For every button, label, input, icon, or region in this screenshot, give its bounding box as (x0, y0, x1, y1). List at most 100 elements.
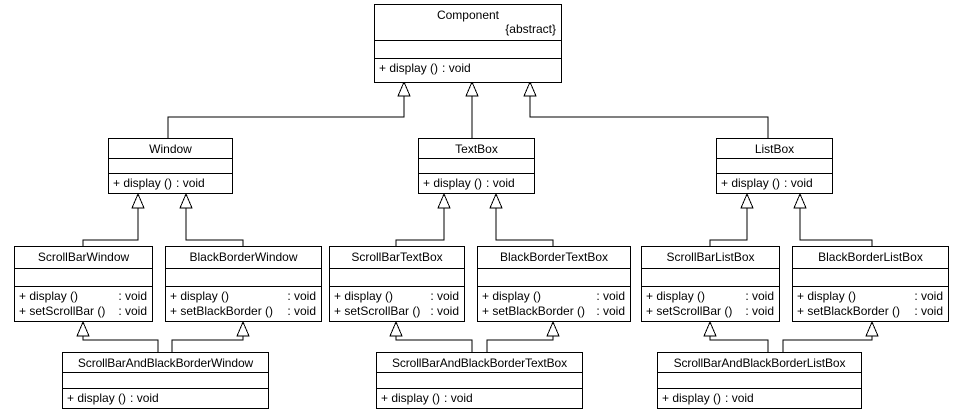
arrowhead-blackborderwindow (236, 320, 250, 337)
arrowhead-blackborderlistbox (865, 320, 879, 337)
arrowhead-window-left (131, 192, 145, 209)
class-operations-scrollbarlistbox: + display () : void + setScrollBar () : … (642, 286, 779, 321)
edge-scrollbarlistbox-combo (709, 322, 769, 352)
operation-row: + display () : void (19, 289, 147, 303)
class-box-scrollbarandblackborderwindow[interactable]: ScrollBarAndBlackBorderWindow + display … (62, 352, 269, 409)
class-attributes-scrollbarlistbox (642, 268, 779, 286)
class-box-blackbordertextbox[interactable]: BlackBorderTextBox + display () : void +… (477, 246, 631, 322)
arrowhead-blackbordertextbox (546, 320, 560, 337)
class-box-scrollbarlistbox[interactable]: ScrollBarListBox + display () : void + s… (641, 246, 780, 322)
edge-component-window (167, 96, 405, 138)
operation-row: + setScrollBar () : void (334, 304, 459, 318)
class-operations-textbox: + display () : void (419, 173, 534, 193)
operation-row: + display () : void (721, 176, 813, 190)
operation-row: + display () : void (662, 391, 754, 405)
class-box-scrollbartextbox[interactable]: ScrollBarTextBox + display () : void + s… (329, 246, 465, 322)
operation-row: + setScrollBar () : void (19, 304, 147, 318)
arrowhead-scrollbarlistbox (703, 320, 717, 337)
class-box-component[interactable]: Component {abstract} + display () : void (374, 4, 562, 83)
class-name-scrollbarwindow: ScrollBarWindow (37, 250, 130, 264)
edge-textbox-scrollbartextbox (395, 194, 445, 246)
edge-component-listbox (529, 96, 769, 138)
class-operations-scrollbartextbox: + display () : void + setScrollBar () : … (330, 286, 464, 321)
class-name-scrollbartextbox: ScrollBarTextBox (351, 250, 443, 264)
class-attributes-scrollbarandblackborderlistbox (658, 372, 861, 388)
arrowhead-component-window (397, 80, 411, 97)
operation-row: + setScrollBar () : void (646, 304, 774, 318)
operation-row: + display () : void (334, 289, 459, 303)
operation-row: + setBlackBorder () : void (170, 304, 316, 318)
arrowhead-scrollbartextbox (389, 320, 403, 337)
class-name-scrollbarandblackborderwindow: ScrollBarAndBlackBorderWindow (77, 356, 254, 370)
arrowhead-scrollbarwindow (76, 320, 90, 337)
arrowhead-component-textbox (465, 80, 479, 97)
class-attributes-scrollbarandblackbordertextbox (377, 372, 582, 388)
edge-window-blackborderwindow (185, 194, 244, 246)
class-attributes-blackborderwindow (166, 268, 321, 286)
class-box-blackborderlistbox[interactable]: BlackBorderListBox + display () : void +… (792, 246, 949, 322)
class-name-listbox: ListBox (754, 142, 795, 156)
class-attributes-blackbordertextbox (478, 268, 630, 286)
class-box-scrollbarandblackbordertextbox[interactable]: ScrollBarAndBlackBorderTextBox + display… (376, 352, 583, 409)
edge-listbox-blackborderlistbox (799, 194, 873, 246)
class-attributes-listbox (717, 157, 832, 173)
class-attributes-scrollbarwindow (15, 268, 152, 286)
class-operations-component: + display () : void (375, 58, 561, 82)
class-operations-scrollbarandblackborderwindow: + display () : void (63, 388, 268, 408)
edge-textbox-blackbordertextbox (495, 194, 554, 246)
operation-row: + display () : void (67, 391, 159, 405)
class-name-scrollbarandblackbordertextbox: ScrollBarAndBlackBorderTextBox (391, 356, 568, 370)
operation-row: + setBlackBorder () : void (482, 304, 625, 318)
class-operations-blackborderwindow: + display () : void + setBlackBorder () … (166, 286, 321, 321)
arrowhead-listbox-right (793, 192, 807, 209)
arrowhead-textbox-right (489, 192, 503, 209)
edge-blackbordertextbox-combo (486, 322, 554, 352)
class-box-scrollbarandblackborderlistbox[interactable]: ScrollBarAndBlackBorderListBox + display… (657, 352, 862, 409)
operation-row: + display () : void (482, 289, 625, 303)
class-stereotype-abstract: {abstract} (505, 22, 556, 36)
class-attributes-blackborderlistbox (793, 268, 948, 286)
class-name-scrollbarandblackborderlistbox: ScrollBarAndBlackBorderListBox (673, 356, 846, 370)
class-operations-window: + display () : void (109, 173, 232, 193)
arrowhead-window-right (179, 192, 193, 209)
operation-row: + setBlackBorder () : void (797, 304, 943, 318)
arrowhead-textbox-left (437, 192, 451, 209)
arrowhead-listbox-left (740, 192, 754, 209)
class-name-component: Component {abstract} (375, 5, 561, 40)
class-operations-blackborderlistbox: + display () : void + setBlackBorder () … (793, 286, 948, 321)
class-name-textbox: TextBox (455, 142, 498, 156)
class-operations-scrollbarwindow: + display () : void + setScrollBar () : … (15, 286, 152, 321)
edge-blackborderlistbox-combo (782, 322, 873, 352)
class-name-blackborderlistbox: BlackBorderListBox (818, 250, 923, 264)
class-attributes-component (375, 40, 561, 58)
operation-row: + display () : void (113, 176, 205, 190)
class-operations-listbox: + display () : void (717, 173, 832, 193)
class-operations-scrollbarandblackbordertextbox: + display () : void (377, 388, 582, 408)
edge-listbox-scrollbarlistbox (709, 194, 748, 246)
edge-scrollbartextbox-combo (395, 322, 473, 352)
operation-row: + display () : void (797, 289, 943, 303)
class-box-textbox[interactable]: TextBox + display () : void (418, 138, 535, 194)
class-name-scrollbarlistbox: ScrollBarListBox (666, 250, 755, 264)
edge-blackborderwindow-combo (171, 322, 244, 352)
class-box-window[interactable]: Window + display () : void (108, 138, 233, 194)
class-box-blackborderwindow[interactable]: BlackBorderWindow + display () : void + … (165, 246, 322, 322)
operation-row: + display () : void (379, 61, 471, 75)
class-operations-scrollbarandblackborderlistbox: + display () : void (658, 388, 861, 408)
class-box-scrollbarwindow[interactable]: ScrollBarWindow + display () : void + se… (14, 246, 153, 322)
class-operations-blackbordertextbox: + display () : void + setBlackBorder () … (478, 286, 630, 321)
class-attributes-window (109, 157, 232, 173)
operation-row: + display () : void (423, 176, 515, 190)
class-name-window: Window (149, 142, 192, 156)
operation-row: + display () : void (646, 289, 774, 303)
operation-row: + display () : void (170, 289, 316, 303)
edge-scrollbarwindow-combo (82, 322, 159, 352)
class-box-listbox[interactable]: ListBox + display () : void (716, 138, 833, 194)
edge-window-scrollbarwindow (82, 194, 139, 246)
operation-row: + display () : void (381, 391, 473, 405)
class-name-blackbordertextbox: BlackBorderTextBox (499, 250, 609, 264)
class-name-blackborderwindow: BlackBorderWindow (189, 250, 298, 264)
class-attributes-textbox (419, 157, 534, 173)
